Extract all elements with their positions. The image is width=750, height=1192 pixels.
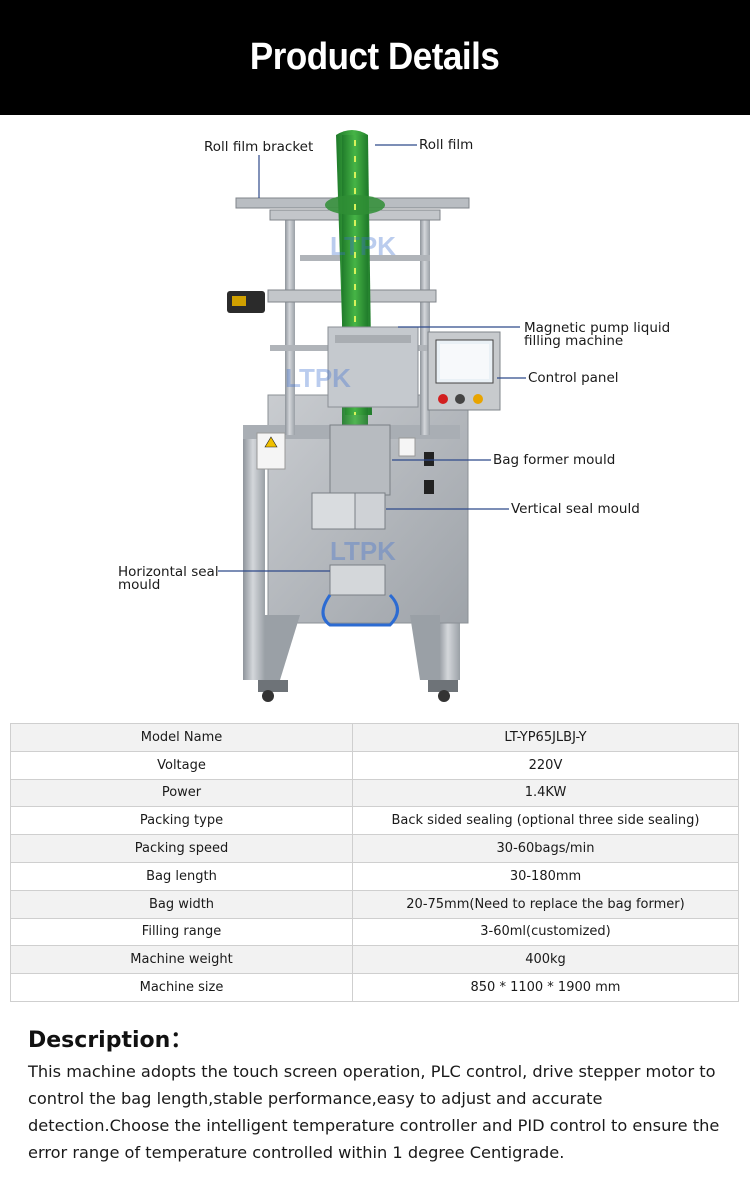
stop-button — [438, 394, 448, 404]
right-brace — [410, 615, 440, 680]
callout-horizontal-seal-line-1: Horizontal seal — [118, 564, 219, 580]
horizontal-seal-block — [329, 564, 386, 596]
vertical-seal-block — [311, 492, 357, 530]
spec-key: Power — [10, 778, 353, 808]
callout-horizontal-seal: Horizontal seal mould — [118, 564, 219, 593]
callout-horizontal-seal-line-2: mould — [118, 577, 161, 593]
spec-key: Packing speed — [10, 834, 353, 863]
upper-post-right — [420, 210, 430, 435]
callout-bag-former: Bag former mould — [493, 452, 616, 468]
spec-value: 30-60bags/min — [352, 834, 739, 863]
callout-vertical-seal: Vertical seal mould — [511, 501, 640, 517]
spec-value: 3-60ml(customized) — [352, 917, 739, 947]
spec-key: Packing type — [10, 806, 353, 836]
spec-value: 30-180mm — [352, 861, 739, 891]
callout-roll-film-bracket: Roll film bracket — [204, 139, 314, 155]
air-tube — [321, 593, 399, 627]
callout-lines — [218, 144, 526, 572]
left-foot — [258, 680, 288, 692]
spec-key: Filling range — [10, 917, 353, 947]
right-caster — [438, 690, 450, 702]
spec-key: Machine weight — [10, 945, 353, 975]
left-caster — [262, 690, 274, 702]
watermark-2: LTPK — [285, 363, 351, 393]
spec-key: Bag width — [10, 889, 353, 919]
page-title: Product Details — [250, 36, 500, 78]
machine-diagram: LTPK LTPK LTPK Roll film bracket Roll fi… — [0, 115, 750, 720]
spec-value: 20-75mm(Need to replace the bag former) — [352, 889, 739, 919]
spec-key: Bag length — [10, 861, 353, 891]
callout-roll-film: Roll film — [419, 137, 474, 153]
spec-value: 220V — [352, 750, 739, 780]
spec-value: Back sided sealing (optional three side … — [352, 806, 739, 836]
callout-control-panel: Control panel — [528, 370, 619, 386]
description-text: This machine adopts the touch screen ope… — [28, 1062, 720, 1162]
left-brace — [265, 615, 300, 680]
callout-magnetic-pump: Magnetic pump liquid filling machine — [524, 320, 671, 349]
spec-value: 400kg — [352, 945, 739, 975]
callout-magnetic-pump-line-2: filling machine — [524, 333, 624, 349]
spec-key: Model Name — [10, 723, 353, 752]
callout-magnetic-pump-line-1: Magnetic pump liquid — [524, 320, 671, 336]
start-button — [473, 394, 483, 404]
warning-label-2 — [398, 437, 416, 457]
spec-value: 850 * 1100 * 1900 mm — [352, 973, 739, 1002]
spec-value: 1.4KW — [352, 778, 739, 808]
watermark-3: LTPK — [330, 536, 396, 566]
machine-illustration: LTPK LTPK LTPK — [218, 130, 526, 702]
upper-post-left — [285, 210, 295, 435]
right-foot — [428, 680, 458, 692]
spec-key: Machine size — [10, 973, 353, 1002]
left-leg — [243, 430, 265, 680]
watermark-1: LTPK — [330, 231, 396, 261]
bag-former — [329, 424, 391, 496]
page-header: Product Details — [0, 0, 750, 115]
spec-key: Voltage — [10, 750, 353, 780]
spec-value: LT-YP65JLBJ-Y — [352, 723, 739, 752]
description-title: Description： — [28, 1028, 193, 1053]
